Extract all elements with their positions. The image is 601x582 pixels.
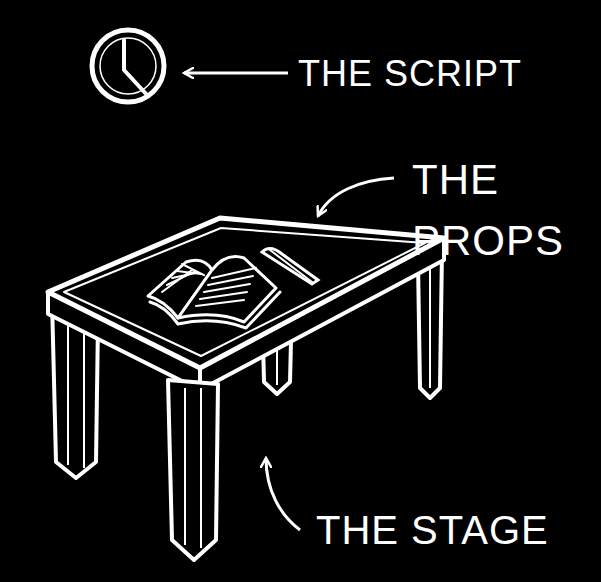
open-book — [148, 257, 280, 329]
book-line — [200, 292, 247, 299]
book-line — [182, 264, 204, 275]
callout-label: THE STAGE — [316, 508, 586, 552]
clock-icon — [92, 30, 164, 102]
book-line — [212, 268, 256, 278]
leader-arrow — [318, 178, 394, 216]
book-line — [196, 300, 244, 306]
callout-label: THE SCRIPT — [298, 54, 548, 94]
leader-arrow — [266, 458, 300, 530]
leader-arrow — [184, 72, 288, 75]
callout-label: THE PROPS — [412, 150, 562, 272]
pen — [262, 248, 318, 284]
